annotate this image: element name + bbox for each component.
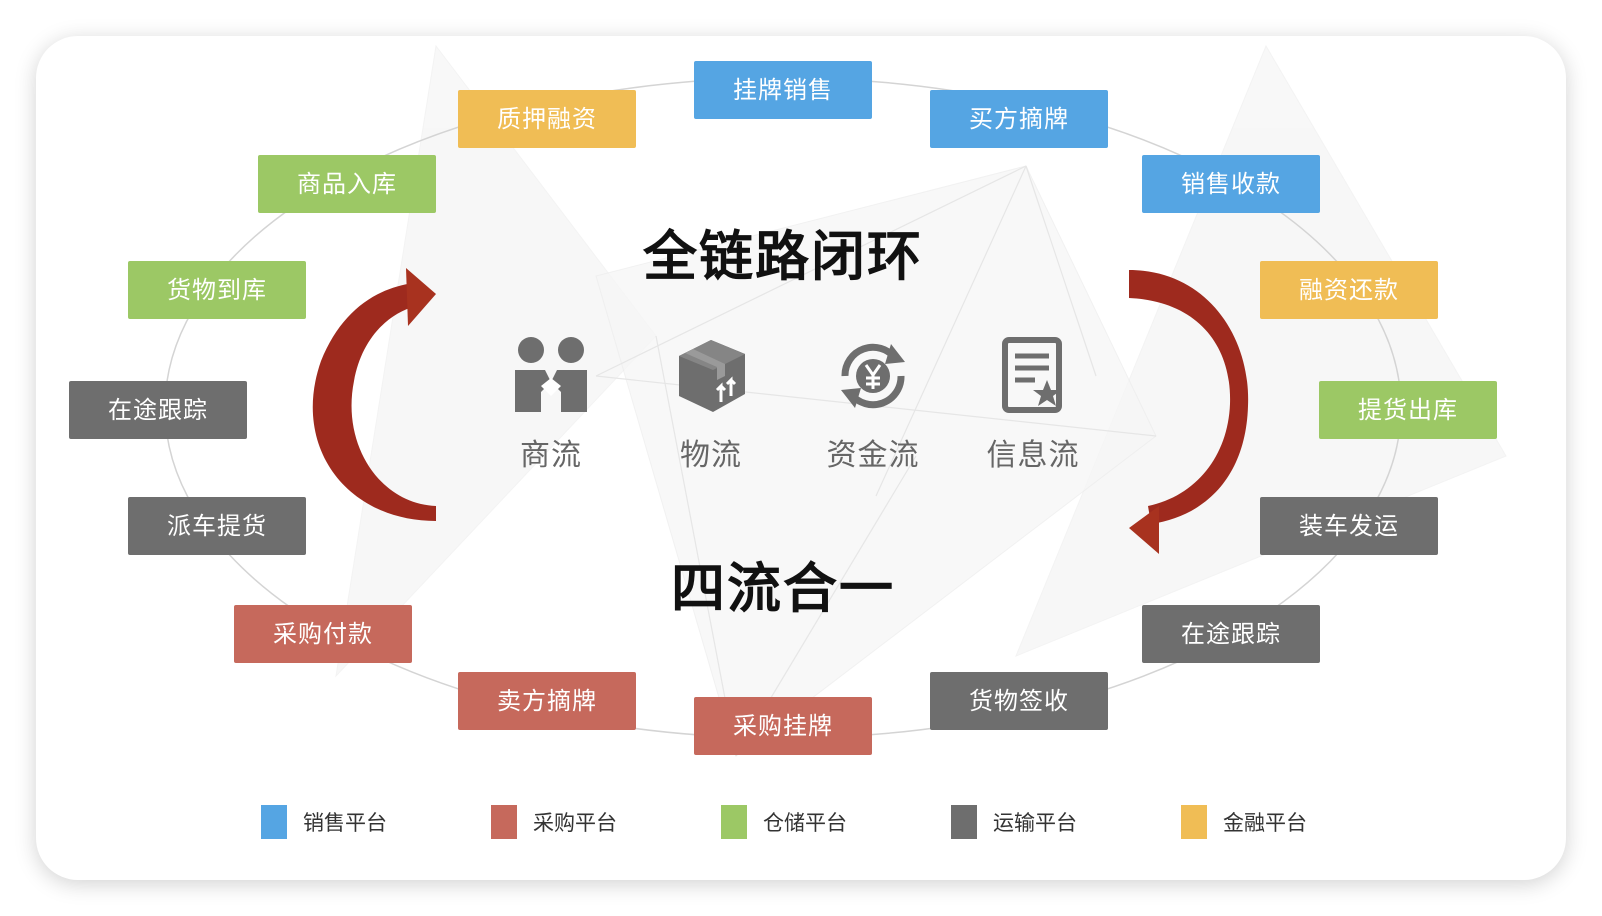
document-icon (1002, 337, 1062, 413)
node-pickup-outbound: 提货出库 (1319, 381, 1497, 439)
diagram-card: 全链路闭环 四流合一 商流 物流 资金流 (36, 36, 1566, 880)
headline-four-flows: 四流合一 (671, 557, 895, 620)
node-pledge-financing: 质押融资 (458, 90, 636, 148)
flow-label: 商流 (520, 438, 582, 473)
legend-label: 采购平台 (533, 811, 617, 835)
legend-finance: 金融平台 (1181, 804, 1307, 840)
node-purchase-listing: 采购挂牌 (694, 697, 872, 755)
flow-label: 信息流 (986, 438, 1080, 473)
legend-swatch (261, 805, 287, 839)
legend-transport: 运输平台 (951, 804, 1077, 840)
left-cycle-arrow (312, 268, 436, 521)
right-cycle-arrow (1129, 270, 1249, 554)
node-financing-repayment: 融资还款 (1260, 261, 1438, 319)
flow-information: 信息流 (963, 336, 1103, 474)
headline-closed-loop: 全链路闭环 (643, 225, 923, 288)
legend-purchase: 采购平台 (491, 804, 617, 840)
node-loading-shipment: 装车发运 (1260, 497, 1438, 555)
legend-sales: 销售平台 (261, 804, 387, 840)
flow-label: 资金流 (826, 438, 920, 473)
legend-label: 仓储平台 (763, 811, 847, 835)
yuan-cycle-icon (841, 343, 905, 409)
flow-label: 物流 (680, 438, 742, 473)
node-purchase-payment: 采购付款 (234, 605, 412, 663)
legend-storage: 仓储平台 (721, 804, 847, 840)
handshake-icon (515, 337, 587, 412)
node-listing-sale: 挂牌销售 (694, 61, 872, 119)
legend-label: 销售平台 (303, 811, 387, 835)
package-icon (679, 340, 745, 412)
legend-swatch (721, 805, 747, 839)
node-in-transit-tracking-left: 在途跟踪 (69, 381, 247, 439)
legend-swatch (951, 805, 977, 839)
node-buyer-delist: 买方摘牌 (930, 90, 1108, 148)
legend-label: 金融平台 (1223, 811, 1307, 835)
legend-swatch (491, 805, 517, 839)
node-in-transit-tracking-right: 在途跟踪 (1142, 605, 1320, 663)
node-goods-receipt: 货物签收 (930, 672, 1108, 730)
flow-capital: 资金流 (803, 336, 943, 474)
node-dispatch-pickup: 派车提货 (128, 497, 306, 555)
node-sales-collection: 销售收款 (1142, 155, 1320, 213)
flow-commerce: 商流 (481, 336, 621, 474)
flow-logistics: 物流 (641, 336, 781, 474)
node-goods-inbound: 商品入库 (258, 155, 436, 213)
node-seller-delist: 卖方摘牌 (458, 672, 636, 730)
node-goods-arrival: 货物到库 (128, 261, 306, 319)
legend-label: 运输平台 (993, 811, 1077, 835)
legend-swatch (1181, 805, 1207, 839)
